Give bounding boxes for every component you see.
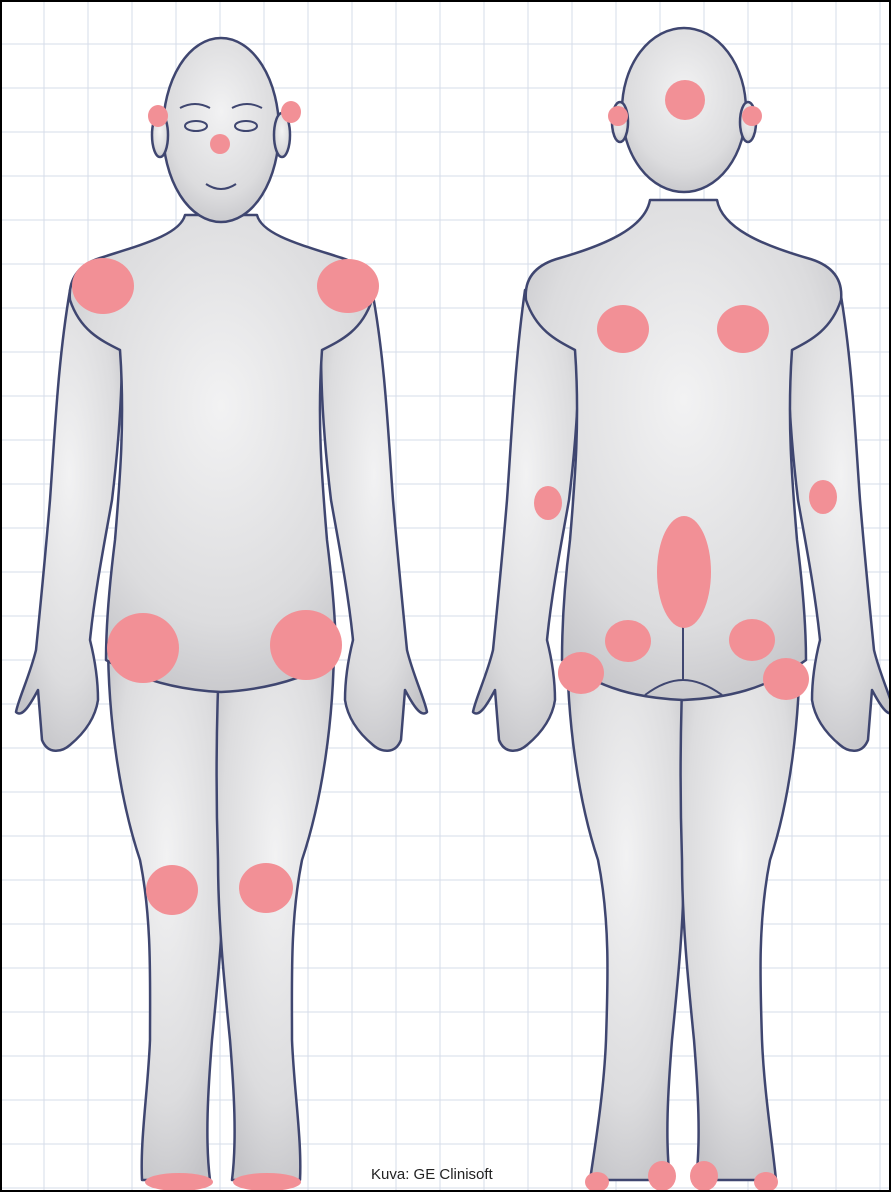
back-right-hip-marker: [558, 652, 604, 694]
front-left-knee-marker: [239, 863, 293, 913]
back-left-shoulder-blade-marker: [717, 305, 769, 353]
back-right-heel-marker: [648, 1161, 676, 1191]
front-right-knee-marker: [146, 865, 198, 915]
front-left-ear-marker: [281, 101, 301, 123]
back-left-elbow-marker: [809, 480, 837, 514]
back-right-buttock-marker: [605, 620, 651, 662]
back-left-buttock-marker: [729, 619, 775, 661]
front-left-shoulder-marker: [317, 259, 379, 313]
front-left-hip-marker: [270, 610, 342, 680]
back-left-heel-marker: [690, 1161, 718, 1191]
image-credit: Kuva: GE Clinisoft: [371, 1166, 493, 1183]
back-left-hip-marker: [763, 658, 809, 700]
back-left-ear-marker: [742, 106, 762, 126]
front-nose-marker: [210, 134, 230, 154]
front-left-foot-marker: [233, 1173, 301, 1191]
front-right-ear-marker: [148, 105, 168, 127]
back-right-heel-outer-marker: [585, 1172, 609, 1192]
front-right-hip-marker: [107, 613, 179, 683]
back-right-elbow-marker: [534, 486, 562, 520]
back-sacrum-marker: [657, 516, 711, 628]
front-right-foot-marker: [145, 1173, 213, 1191]
back-left-heel-outer-marker: [754, 1172, 778, 1192]
back-right-shoulder-blade-marker: [597, 305, 649, 353]
front-head: [163, 38, 279, 222]
back-back-of-head-marker: [665, 80, 705, 120]
back-right-ear-marker: [608, 106, 628, 126]
front-right-shoulder-marker: [72, 258, 134, 314]
